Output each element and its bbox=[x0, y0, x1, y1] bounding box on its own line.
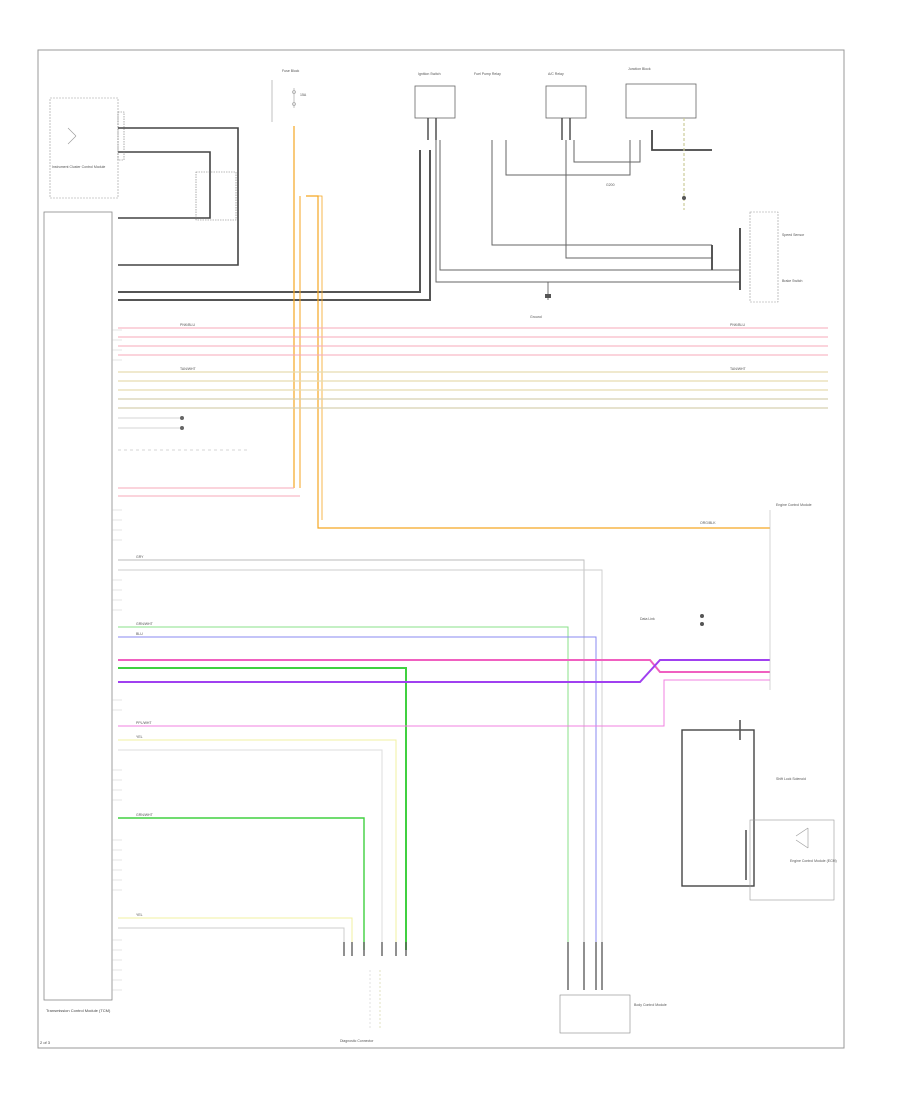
page-label: 2 of 3 bbox=[40, 1040, 51, 1045]
left-top-box bbox=[49, 97, 119, 199]
diagram-label: Engine Control Module bbox=[776, 503, 812, 507]
diagram-label: TAN/WHT bbox=[180, 367, 197, 371]
diagram-label: Ground bbox=[530, 315, 542, 319]
top-gray-wires bbox=[435, 140, 740, 283]
diagram-label: Data Link bbox=[640, 617, 655, 621]
diagram-label: Brake Switch bbox=[782, 279, 802, 283]
diagram-label: PPL/WHT bbox=[136, 721, 152, 725]
diagram-label: YEL bbox=[136, 735, 143, 739]
sensor-right bbox=[749, 211, 779, 303]
left-top-box-label: Instrument Cluster Control Module bbox=[52, 165, 105, 169]
orange-wires bbox=[118, 126, 770, 529]
diagram-label: GRY bbox=[136, 555, 144, 559]
bottom-plug bbox=[369, 970, 381, 1030]
diagram-label: GRN/WHT bbox=[136, 622, 154, 626]
pink-bus bbox=[118, 327, 828, 356]
diagram-label: PNK/BLU bbox=[730, 323, 745, 327]
top-box-junction bbox=[625, 83, 697, 119]
diagram-label: Speed Sensor bbox=[782, 233, 805, 237]
diagram-label: A/C Relay bbox=[548, 72, 564, 76]
left-top-symbol bbox=[67, 127, 77, 145]
tan-bus bbox=[118, 371, 828, 409]
top-box-ac-relay bbox=[545, 85, 587, 119]
diagram-label: PNK/BLU bbox=[180, 323, 195, 327]
diagram-label: Shift Lock Solenoid bbox=[776, 777, 806, 781]
diagram-label: Engine Control Module (ECM) bbox=[790, 859, 837, 863]
top-box-ignition bbox=[414, 85, 456, 119]
gray-bus bbox=[118, 150, 431, 301]
diagram-label: Body Control Module bbox=[634, 1003, 667, 1007]
diagram-label: ORG/BLK bbox=[700, 521, 716, 525]
diagram-label: Diagnostic Connector bbox=[340, 1039, 374, 1043]
colored-bus-lower bbox=[118, 626, 770, 950]
diagram-frame bbox=[37, 49, 845, 1049]
diagram-label: YEL bbox=[136, 913, 143, 917]
diagram-label: GRN/WHT bbox=[136, 813, 154, 817]
lower-right-inner bbox=[681, 729, 755, 887]
fuse-symbol bbox=[271, 80, 296, 122]
left-top-connectors bbox=[118, 127, 239, 266]
diagram-label: Fuse Block bbox=[282, 69, 300, 73]
diagram-label: TAN/WHT bbox=[730, 367, 747, 371]
left-module-body bbox=[43, 211, 113, 1001]
lower-right-box bbox=[749, 819, 835, 901]
diagram-label: BLU bbox=[136, 632, 143, 636]
yellow-green-lower bbox=[118, 739, 397, 950]
gray-wires-lower bbox=[118, 559, 603, 950]
diagram-label: Junction Block bbox=[628, 67, 651, 71]
diagram-label: 15A bbox=[300, 93, 307, 97]
bottom-center-box bbox=[559, 994, 631, 1034]
left-module-label: Transmission Control Module (TCM) bbox=[46, 1008, 111, 1013]
diagram-label: G200 bbox=[606, 183, 615, 187]
diagram-label: Fuel Pump Relay bbox=[474, 72, 501, 76]
diagram-label: Ignition Switch bbox=[418, 72, 441, 76]
left-module-pins bbox=[112, 329, 122, 991]
